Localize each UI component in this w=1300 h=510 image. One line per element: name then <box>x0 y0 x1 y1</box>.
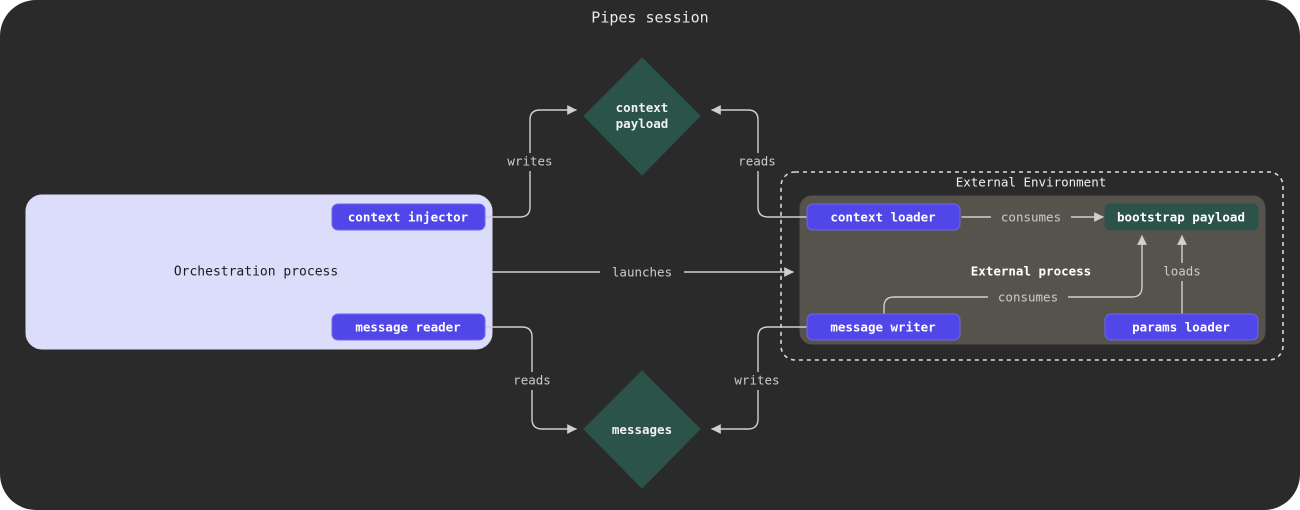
message-writer-shape <box>806 313 961 341</box>
edge-label-reads-messages: reads <box>513 373 551 388</box>
node-params-loader[interactable]: params loader <box>1104 313 1259 341</box>
node-message-reader[interactable]: message reader <box>331 313 486 341</box>
message-writer-label: message writer <box>830 320 936 335</box>
external-environment-label-backdrop <box>940 174 1140 192</box>
context-injector-shape <box>331 203 486 231</box>
edge-label-consumes-context-loader: consumes <box>1001 210 1061 225</box>
external-process-label: External process <box>971 264 1091 279</box>
page-title: Pipes session <box>591 9 708 27</box>
edge-label-backdrop <box>988 289 1068 307</box>
edge-label-backdrop <box>600 264 684 282</box>
edge-label-loads: loads <box>1163 264 1201 279</box>
messages-label: messages <box>612 422 672 437</box>
orchestration-process-label: Orchestration process <box>174 265 338 280</box>
external-environment-label: External Environment <box>956 175 1107 190</box>
context-payload-label-line2: payload <box>616 116 669 131</box>
edge-label-backdrop <box>724 372 792 390</box>
edge-label-writes-context: writes <box>507 154 552 169</box>
messages-diamond-shape <box>583 370 701 489</box>
node-messages[interactable]: messages <box>583 370 701 489</box>
node-context-injector[interactable]: context injector <box>331 203 486 231</box>
context-loader-shape <box>806 203 961 231</box>
edge-label-backdrop <box>501 372 563 390</box>
edge-label-consumes-message-writer: consumes <box>998 290 1058 305</box>
external-process-box <box>799 195 1266 345</box>
context-injector-label: context injector <box>348 210 469 225</box>
edge-label-backdrop <box>497 153 563 171</box>
params-loader-label: params loader <box>1132 320 1230 335</box>
node-context-payload[interactable]: context payload <box>583 57 701 176</box>
message-reader-shape <box>331 313 486 341</box>
node-message-writer[interactable]: message writer <box>806 313 961 341</box>
edge-label-backdrop <box>991 209 1071 227</box>
edge-label-launches: launches <box>612 265 672 280</box>
context-loader-label: context loader <box>830 210 936 225</box>
message-reader-label: message reader <box>355 320 461 335</box>
edge-label-backdrop <box>1159 263 1207 281</box>
node-context-loader[interactable]: context loader <box>806 203 961 231</box>
params-loader-shape <box>1104 313 1259 341</box>
bootstrap-payload-label: bootstrap payload <box>1117 210 1245 225</box>
edge-label-writes-messages: writes <box>734 373 779 388</box>
edge-label-backdrop <box>725 153 787 171</box>
external-environment-boundary <box>780 171 1284 361</box>
edge-label-reads-context: reads <box>738 154 776 169</box>
bootstrap-payload-shape <box>1104 203 1259 231</box>
node-bootstrap-payload[interactable]: bootstrap payload <box>1104 203 1259 231</box>
context-payload-diamond-shape <box>583 57 701 176</box>
context-payload-label-line1: context <box>616 100 669 115</box>
